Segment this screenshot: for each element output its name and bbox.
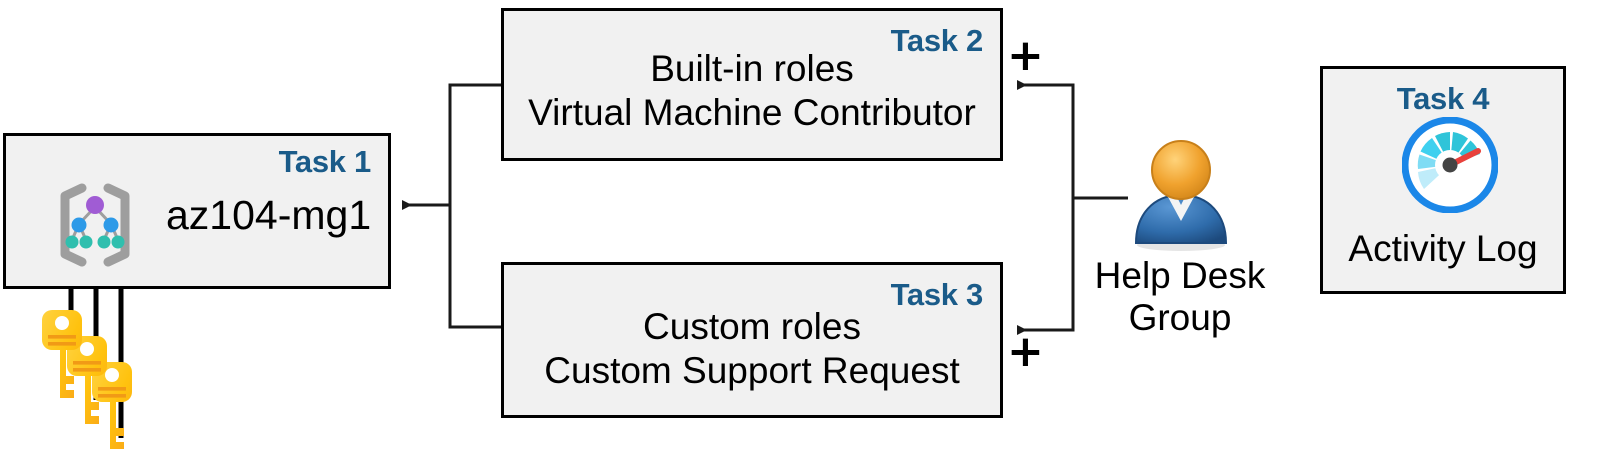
task-2-badge: Task 2 [890,23,984,58]
help-desk-group-line-1: Help Desk [1094,255,1266,296]
task-1-label: az104-mg1 [166,192,372,238]
task-4-badge: Task 4 [1396,81,1490,116]
management-group-icon [48,174,142,268]
task-1-badge: Task 1 [278,144,372,179]
task-1-box[interactable]: Task 1 az104-mg1 [3,133,391,289]
task-3-badge: Task 3 [890,277,984,312]
plus-icon-top: + [1007,30,1044,81]
activity-log-gauge-icon [1401,116,1499,214]
keys-icon [38,310,168,449]
help-desk-group-line-2: Group [1128,297,1232,338]
task-2-line-1: Built-in roles [650,48,854,89]
help-desk-group[interactable]: Help Desk Group [1090,135,1270,338]
task-3-line-1: Custom roles [643,306,861,347]
plus-icon-bottom: + [1007,326,1044,377]
task-3-box[interactable]: Task 3 Custom roles Custom Support Reque… [501,262,1003,418]
roles-to-management-group-connector [402,83,501,329]
task-2-line-2: Virtual Machine Contributor [528,92,976,133]
user-group-icon [1122,135,1240,253]
task-2-box[interactable]: Task 2 Built-in roles Virtual Machine Co… [501,8,1003,161]
task-3-line-2: Custom Support Request [544,350,960,391]
task-4-box[interactable]: Task 4 Activity Log [1320,66,1566,294]
task-4-label: Activity Log [1348,228,1538,269]
